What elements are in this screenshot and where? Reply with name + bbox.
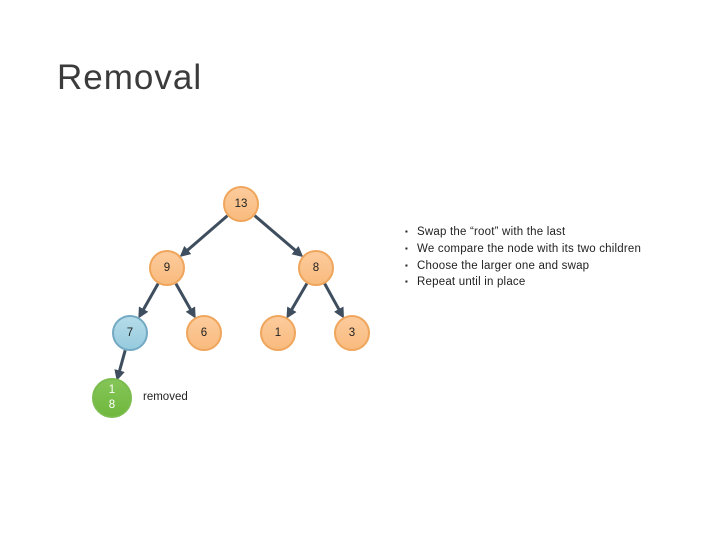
bullet-text: Repeat until in place [417, 276, 526, 289]
bullet-square-icon: ▪ [405, 243, 409, 253]
node-value: 6 [200, 327, 208, 339]
bullet-text: Choose the larger one and swap [417, 259, 590, 272]
node-value: 8 [312, 262, 320, 274]
tree-node-1: 1 [260, 315, 296, 351]
bullet-square-icon: ▪ [405, 277, 409, 287]
removed-label: removed [143, 391, 188, 403]
bullet-square-icon: ▪ [405, 260, 409, 270]
tree-node-7: 7 [112, 315, 148, 351]
tree-node-18-removed: 18 [92, 378, 132, 418]
edge-8-3 [323, 282, 344, 319]
tree-node-13: 13 [223, 186, 259, 222]
tree-node-9: 9 [149, 250, 185, 286]
tree-node-8: 8 [298, 250, 334, 286]
bullet-list: ▪ Swap the “root” with the last ▪ We com… [405, 224, 641, 291]
slide-title: Removal [57, 58, 203, 97]
bullet-text: We compare the node with its two childre… [417, 242, 642, 255]
node-value: 13 [234, 198, 248, 210]
node-value: 3 [348, 327, 356, 339]
node-value: 18 [108, 384, 116, 411]
edge-7-18 [114, 349, 127, 381]
bullet-square-icon: ▪ [405, 227, 409, 236]
node-value: 9 [163, 262, 171, 274]
bullet-item: ▪ Repeat until in place [405, 274, 641, 291]
tree-node-3: 3 [334, 315, 370, 351]
tree-node-6: 6 [186, 315, 222, 351]
edge-9-7 [138, 282, 160, 319]
edge-9-6 [174, 282, 196, 319]
edge-13-9 [179, 214, 229, 258]
bullet-item: ▪ Choose the larger one and swap [405, 258, 641, 275]
node-value: 7 [126, 327, 134, 339]
edge-13-8 [253, 214, 304, 258]
bullet-item: ▪ We compare the node with its two child… [405, 241, 641, 258]
node-value: 1 [274, 327, 282, 339]
edge-8-1 [286, 282, 309, 319]
bullet-item: ▪ Swap the “root” with the last [405, 224, 641, 241]
bullet-text: Swap the “root” with the last [417, 226, 566, 238]
